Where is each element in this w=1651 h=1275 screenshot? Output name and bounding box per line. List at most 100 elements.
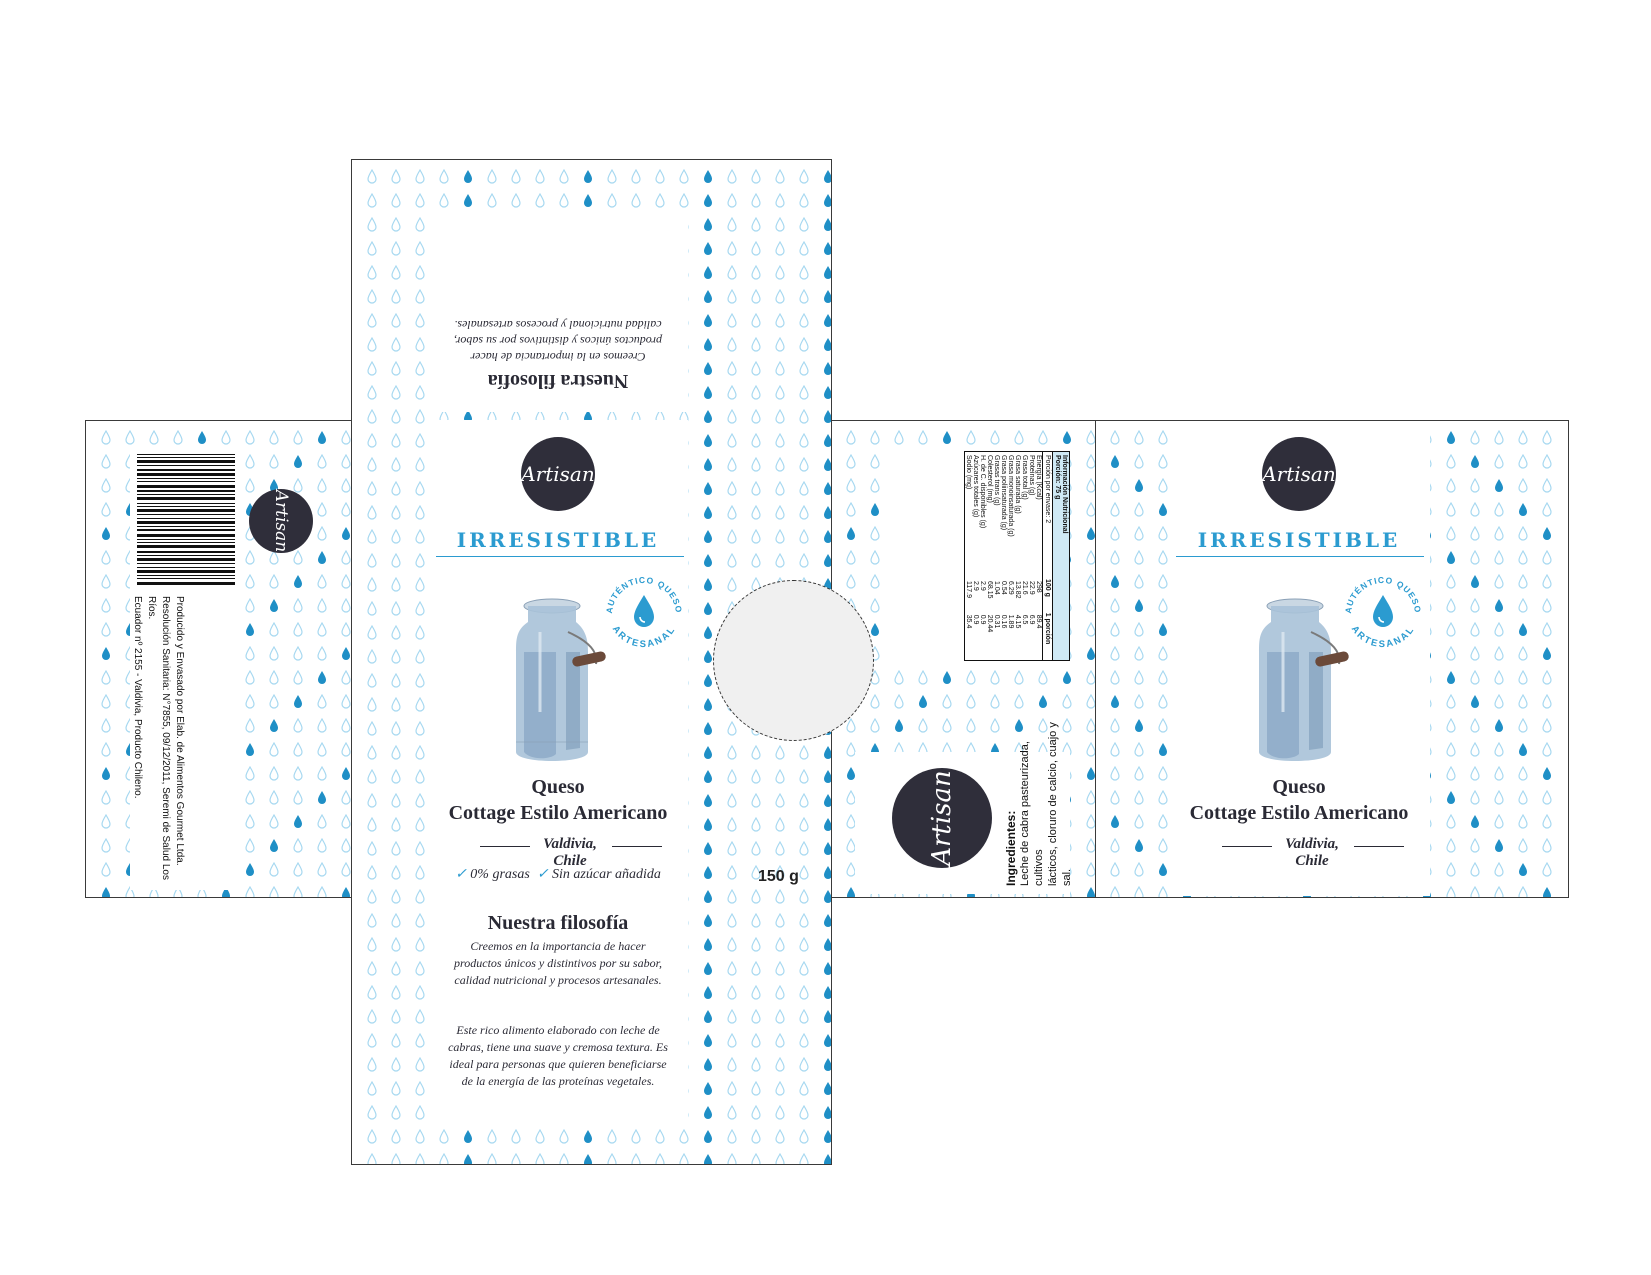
droplet [245, 453, 255, 469]
droplet [704, 266, 712, 279]
claim-fat: 0% grasas [470, 867, 530, 882]
droplet [317, 741, 327, 757]
droplet [1470, 525, 1480, 541]
droplet [415, 840, 425, 856]
droplet [293, 837, 303, 853]
barcode-bar [137, 457, 235, 458]
droplet [679, 1152, 689, 1164]
droplet [1135, 839, 1143, 852]
droplet [317, 861, 327, 877]
droplet [799, 168, 809, 184]
droplet [704, 218, 712, 231]
droplet [1518, 669, 1528, 685]
droplet [1518, 573, 1528, 589]
droplet [942, 717, 952, 733]
droplet [464, 170, 472, 183]
droplet [245, 597, 255, 613]
droplet [704, 386, 712, 399]
droplet [269, 789, 279, 805]
droplet [1518, 885, 1528, 897]
droplet [727, 168, 737, 184]
droplet [775, 264, 785, 280]
droplet [824, 1130, 831, 1143]
nutrient-value: 6.5 [1021, 614, 1028, 625]
droplet [391, 912, 401, 928]
droplet [1542, 621, 1552, 637]
droplet [775, 1056, 785, 1072]
droplet [367, 648, 377, 664]
droplet [391, 240, 401, 256]
droplet [391, 888, 401, 904]
droplet [704, 674, 712, 687]
droplet [341, 693, 351, 709]
droplet [751, 1128, 761, 1144]
droplet [751, 912, 761, 928]
droplet [464, 1130, 472, 1143]
droplet [704, 770, 712, 783]
droplet [775, 336, 785, 352]
droplet [704, 170, 712, 183]
droplet [990, 717, 1000, 733]
droplet [293, 621, 303, 637]
nutrient-value: 0.16 [1000, 614, 1007, 629]
droplet [317, 645, 327, 661]
droplet [415, 624, 425, 640]
droplet [367, 1104, 377, 1120]
droplet [367, 624, 377, 640]
artisan-logo-back: Artisan [1262, 437, 1336, 511]
droplet [704, 578, 712, 591]
droplet [535, 1152, 545, 1164]
droplet [318, 791, 326, 804]
droplet [391, 720, 401, 736]
droplet [293, 885, 303, 897]
droplet [511, 192, 521, 208]
svg-text:ARTESANAL: ARTESANAL [610, 624, 678, 650]
droplet [367, 1032, 377, 1048]
artisan-logo-side: Artisan [249, 489, 313, 553]
barcode-bar [137, 567, 235, 568]
droplet [173, 429, 183, 445]
droplet [846, 573, 856, 589]
barcode-bar [137, 575, 235, 576]
droplet [727, 360, 737, 376]
droplet [824, 434, 831, 447]
droplet [1518, 813, 1528, 829]
barcode-bar [137, 555, 235, 556]
droplet [775, 432, 785, 448]
nutrient-name: Grasa monoinsaturada (g) [1007, 455, 1014, 537]
droplet [1494, 861, 1504, 877]
droplet [317, 453, 327, 469]
barcode-bar [137, 534, 235, 537]
nutrient-value: 2.9 [972, 580, 979, 591]
droplet [1086, 861, 1095, 877]
droplet [1542, 429, 1552, 445]
droplet [727, 912, 737, 928]
droplet [269, 741, 279, 757]
droplet [584, 170, 592, 183]
droplet [1110, 765, 1120, 781]
droplet [727, 576, 737, 592]
droplet [751, 552, 761, 568]
droplet [704, 986, 712, 999]
droplet [1111, 695, 1119, 708]
barcode-bar [137, 582, 235, 585]
droplet [1446, 765, 1456, 781]
droplet [1518, 765, 1528, 781]
producer-info: Producido y Envasado por Elab. de Alimen… [132, 596, 185, 880]
droplet [341, 669, 351, 685]
droplet [1087, 647, 1095, 660]
philosophy-text: Creemos en la importancia de hacer produ… [454, 939, 662, 987]
barcode-bar [137, 497, 235, 500]
droplet [1063, 431, 1071, 444]
droplet [1494, 669, 1504, 685]
droplet [727, 720, 737, 736]
droplet [391, 216, 401, 232]
droplet [751, 888, 761, 904]
droplet [101, 741, 111, 757]
droplet [1063, 671, 1071, 684]
droplet [1086, 429, 1095, 445]
droplet [727, 744, 737, 760]
authentic-badge-back: AUTÉNTICO QUESO ARTESANAL [1343, 575, 1422, 650]
droplet [704, 1082, 712, 1095]
